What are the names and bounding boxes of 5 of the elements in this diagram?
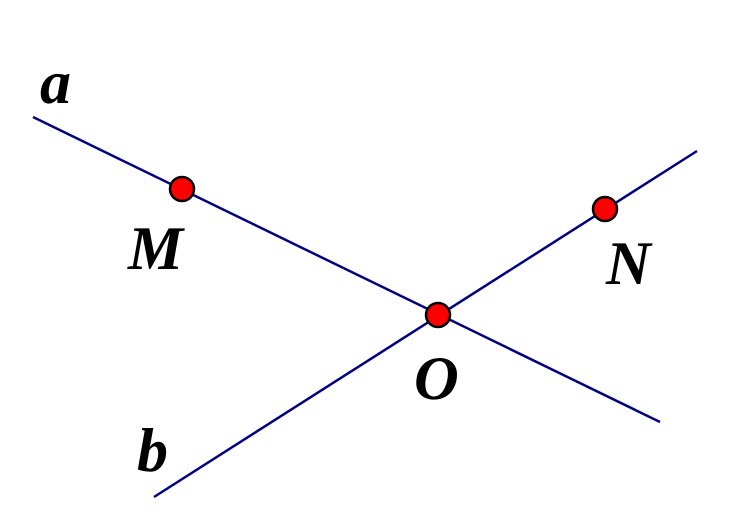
point-label: a: [40, 52, 71, 114]
point-label: O: [414, 348, 459, 410]
point-label: N: [606, 233, 651, 295]
point-label: b: [137, 420, 168, 482]
point-label: M: [128, 218, 184, 280]
